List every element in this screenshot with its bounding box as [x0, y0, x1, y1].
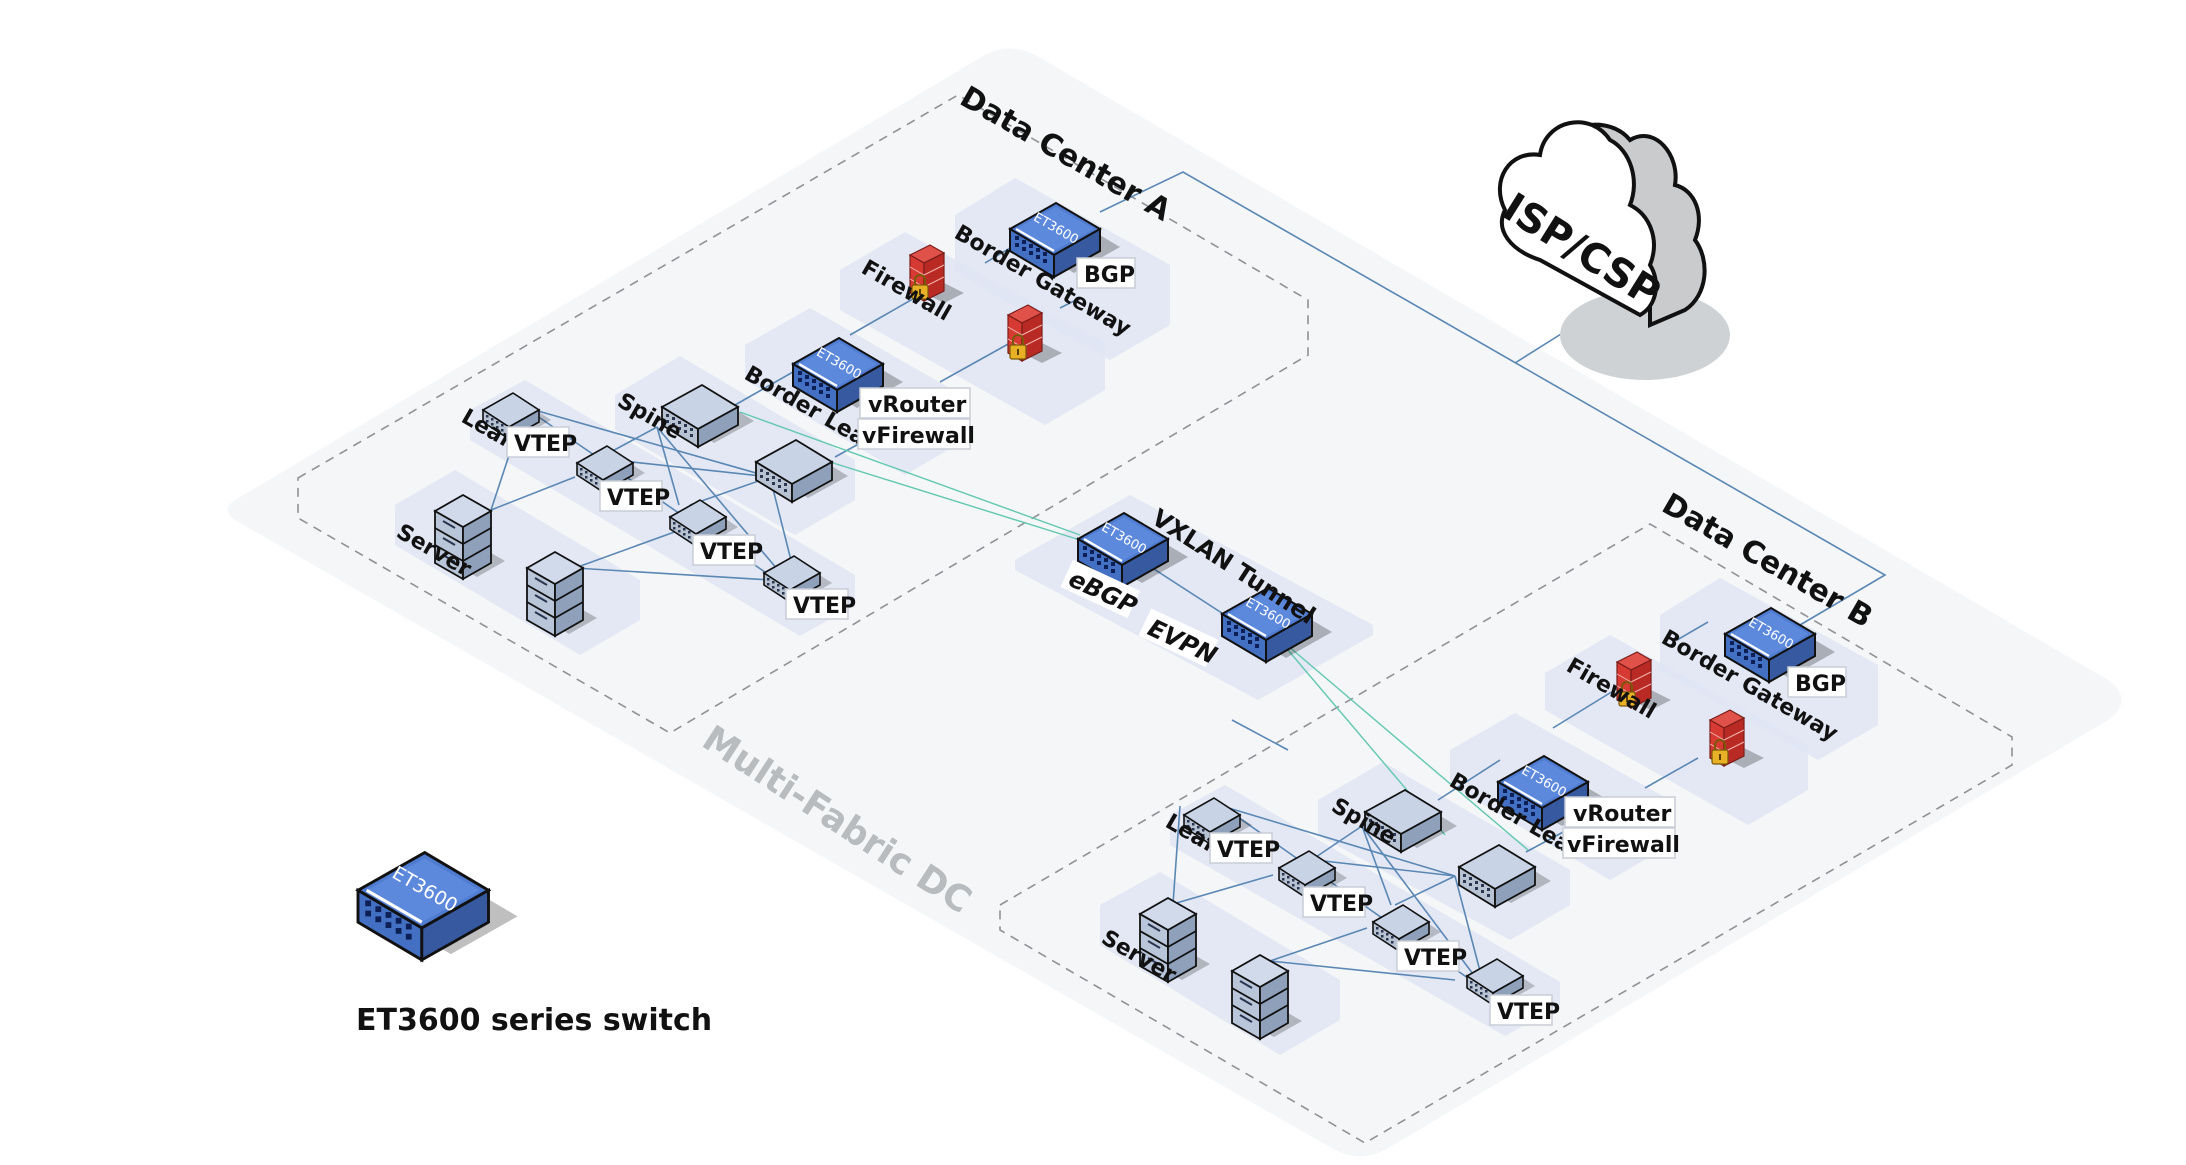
dc-b-firewall-pad — [1545, 635, 1808, 825]
svg-text:VTEP: VTEP — [1310, 892, 1373, 917]
svg-text:VTEP: VTEP — [700, 540, 763, 565]
dc-a-vtep-tag-2: VTEP — [599, 480, 670, 512]
dc-a-vtep-tag-4: VTEP — [785, 588, 856, 620]
svg-text:VTEP: VTEP — [793, 594, 856, 619]
dc-a-zone — [297, 94, 1309, 734]
svg-text:vRouter: vRouter — [868, 393, 966, 418]
dc-b-bgp-tag: BGP — [1787, 666, 1847, 698]
svg-text:vRouter: vRouter — [1573, 802, 1671, 827]
svg-text:BGP: BGP — [1795, 672, 1846, 697]
dc-a-vtep-tag-1: VTEP — [506, 426, 577, 458]
dc-a-vtep-tag-3: VTEP — [692, 534, 763, 566]
svg-text:VTEP: VTEP — [607, 486, 670, 511]
dc-b-vtep-tag-3: VTEP — [1396, 940, 1467, 972]
wan-link — [1099, 171, 1887, 626]
svg-text:VTEP: VTEP — [514, 432, 577, 457]
dc-b-zone — [999, 523, 2013, 1144]
dc-b-vtep-tag-1: VTEP — [1209, 832, 1280, 864]
svg-text:VTEP: VTEP — [1404, 946, 1467, 971]
legend-et3600-icon — [356, 851, 520, 962]
dc-b-vfirewall-tag: vFirewall — [1562, 827, 1680, 859]
dc-b-vtep-tag-2: VTEP — [1302, 886, 1373, 918]
dc-a-bgp-tag: BGP — [1076, 257, 1136, 289]
isp-cloud: ISP/CSP — [1495, 120, 1730, 380]
dc-b-vrouter-tag: vRouter — [1564, 796, 1676, 828]
dc-b-vtep-tag-4: VTEP — [1489, 994, 1560, 1026]
svg-text:vFirewall: vFirewall — [1567, 833, 1680, 858]
svg-text:BGP: BGP — [1084, 263, 1135, 288]
legend-caption: ET3600 series switch — [356, 1003, 712, 1038]
svg-text:VTEP: VTEP — [1217, 838, 1280, 863]
dc-a-firewall-pad — [840, 232, 1105, 425]
svg-text:VTEP: VTEP — [1497, 1000, 1560, 1025]
dc-a-vfirewall-tag: vFirewall — [857, 418, 975, 450]
svg-text:vFirewall: vFirewall — [862, 424, 975, 449]
dc-a-vrouter-tag: vRouter — [859, 387, 971, 419]
